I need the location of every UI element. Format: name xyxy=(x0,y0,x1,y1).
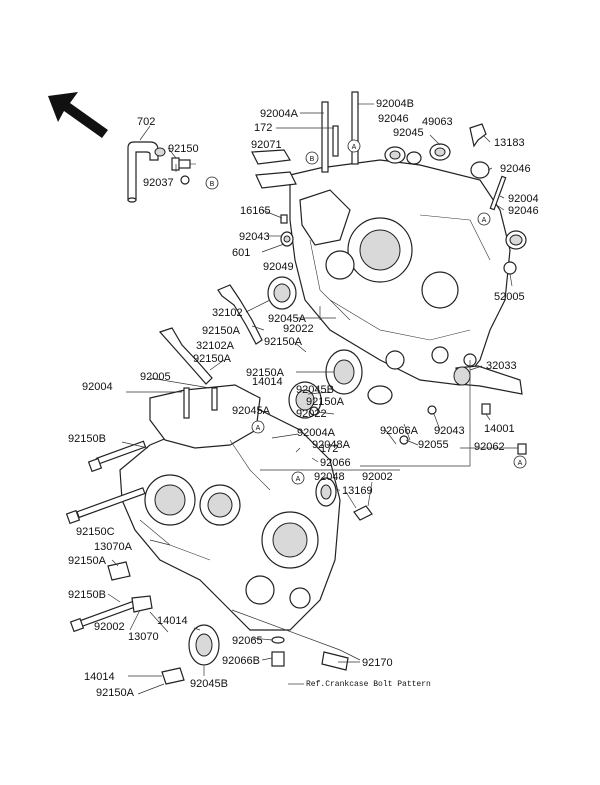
left-crankcase-half xyxy=(119,384,341,631)
part-label: 92065 xyxy=(232,635,263,647)
oil-pipes xyxy=(158,284,263,385)
part-label: 14001 xyxy=(484,423,515,435)
drain-plug xyxy=(271,636,349,671)
part-label: 92043 xyxy=(239,231,270,243)
part-label: 92046 xyxy=(508,205,539,217)
part-label: 92055 xyxy=(418,439,449,451)
part-label: 92150 xyxy=(168,143,199,155)
orientation-arrow-icon xyxy=(48,92,108,138)
breather-fitting xyxy=(171,157,196,185)
part-label: 92004 xyxy=(82,381,113,393)
part-label: 92002 xyxy=(362,471,393,483)
part-number-labels: 702 92150 92037 92004A 172 92004B 92046 … xyxy=(68,98,539,699)
bearings-mid xyxy=(288,349,393,419)
part-label: 92002 xyxy=(94,621,125,633)
part-label: 13070 xyxy=(128,631,159,643)
part-label: 92150A xyxy=(202,325,241,337)
part-label: 92150C xyxy=(76,526,115,538)
part-label: 92045A xyxy=(268,313,307,325)
right-crankcase-half xyxy=(289,159,511,386)
bearings-lower xyxy=(107,477,373,685)
breather-hose-702 xyxy=(127,141,166,203)
callout-label: B xyxy=(210,181,215,188)
part-label: 13070A xyxy=(94,541,133,553)
part-label: 92150A xyxy=(306,396,345,408)
part-label: 92045B xyxy=(296,384,334,396)
part-label: 92150A xyxy=(246,367,285,379)
part-label: 92150A xyxy=(68,555,107,567)
stud-bolts-top xyxy=(321,91,359,173)
part-label: 92150B xyxy=(68,589,106,601)
part-label: 92022 xyxy=(283,323,314,335)
part-label: 16165 xyxy=(240,205,271,217)
callout-label: A xyxy=(256,425,261,432)
part-label: 92150A xyxy=(264,336,303,348)
part-label: 92004B xyxy=(376,98,414,110)
part-label: 702 xyxy=(137,116,155,128)
part-label: 92150B xyxy=(68,433,106,445)
part-label: 92046 xyxy=(500,163,531,175)
part-label: 14014 xyxy=(84,671,115,683)
part-label: 172 xyxy=(254,122,272,134)
part-label: 13169 xyxy=(342,485,373,497)
part-label: 92004A xyxy=(260,108,299,120)
part-label: 92066A xyxy=(380,425,419,437)
part-label: 14014 xyxy=(157,615,188,627)
part-label: 32033 xyxy=(486,360,517,372)
part-label: 32102A xyxy=(196,340,235,352)
crankcase-bolt-pattern-note: Ref.Crankcase Bolt Pattern xyxy=(306,680,431,689)
callout-label: A xyxy=(482,217,487,224)
gaskets-top-left xyxy=(251,149,297,224)
part-label: 92066B xyxy=(222,655,260,667)
part-label: 92005 xyxy=(140,371,171,383)
part-label: 92049 xyxy=(263,261,294,273)
part-label: 92150A xyxy=(96,687,135,699)
oil-seal-601 xyxy=(280,231,294,247)
part-label: 92037 xyxy=(143,177,174,189)
part-label: 92048 xyxy=(314,471,345,483)
callout-label: A xyxy=(518,460,523,467)
part-label: 14014 xyxy=(252,376,283,388)
long-bolts-left xyxy=(65,387,218,633)
part-label: 92045A xyxy=(232,405,271,417)
part-label: 92048A xyxy=(312,439,351,451)
part-label: 92066 xyxy=(320,457,351,469)
part-label: 92071 xyxy=(251,139,282,151)
part-label: 92046 xyxy=(378,113,409,125)
part-label: 92150A xyxy=(193,353,232,365)
callout-label: B xyxy=(310,156,315,163)
part-label: 601 xyxy=(232,247,250,259)
bearings-top-right xyxy=(384,123,527,275)
part-label: 92045 xyxy=(393,127,424,139)
callout-label: A xyxy=(352,144,357,151)
callout-circles: A B A B A A A xyxy=(205,139,527,485)
part-label: 92004 xyxy=(508,193,539,205)
part-label: 92045B xyxy=(190,678,228,690)
part-label: 92022 xyxy=(296,408,327,420)
leader-lines xyxy=(107,103,518,695)
part-label: 172 xyxy=(320,443,338,455)
part-label: 52005 xyxy=(494,291,525,303)
part-label: 49063 xyxy=(422,116,453,128)
crank-bearing-upper xyxy=(267,276,297,310)
part-label: 92170 xyxy=(362,657,393,669)
part-label: 92062 xyxy=(474,441,505,453)
part-label: 13183 xyxy=(494,137,525,149)
callout-label: A xyxy=(296,476,301,483)
part-label: 32102 xyxy=(212,307,243,319)
part-label: 92004A xyxy=(297,427,336,439)
part-label: 92043 xyxy=(434,425,465,437)
